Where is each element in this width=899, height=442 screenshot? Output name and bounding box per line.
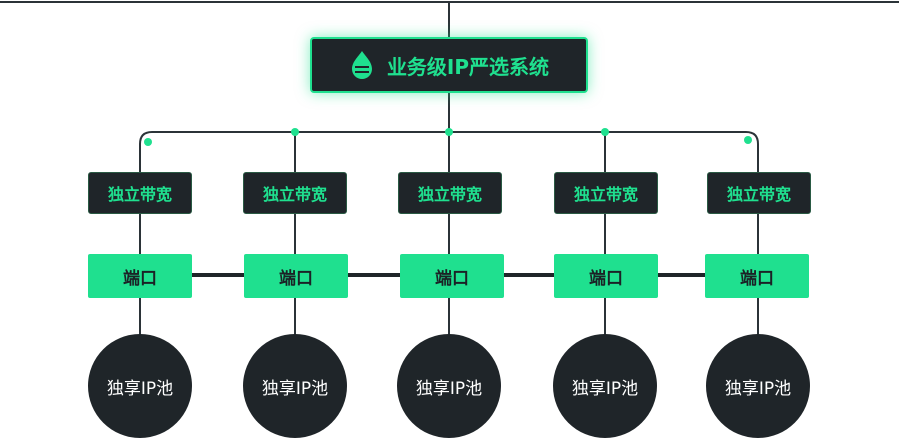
- ip-pool-node-2: 独享IP池: [243, 334, 347, 438]
- bandwidth-node-2: 独立带宽: [243, 172, 347, 214]
- ip-pool-node-4: 独享IP池: [553, 334, 657, 438]
- port-node-1: 端口: [88, 254, 192, 298]
- port-node-5: 端口: [705, 254, 809, 298]
- port-node-2: 端口: [244, 254, 348, 298]
- ip-pool-node-5: 独享IP池: [706, 334, 810, 438]
- droplet-icon: [351, 51, 372, 79]
- bandwidth-node-4: 独立带宽: [554, 172, 658, 214]
- bandwidth-node-5: 独立带宽: [707, 172, 811, 214]
- bandwidth-node-1: 独立带宽: [88, 172, 192, 214]
- root-system-node: 业务级IP严选系统: [310, 37, 588, 93]
- ip-pool-node-1: 独享IP池: [88, 334, 192, 438]
- root-title: 业务级IP严选系统: [386, 54, 550, 79]
- bandwidth-node-3: 独立带宽: [398, 172, 502, 214]
- port-node-4: 端口: [554, 254, 658, 298]
- port-node-3: 端口: [400, 254, 504, 298]
- ip-pool-node-3: 独享IP池: [397, 334, 501, 438]
